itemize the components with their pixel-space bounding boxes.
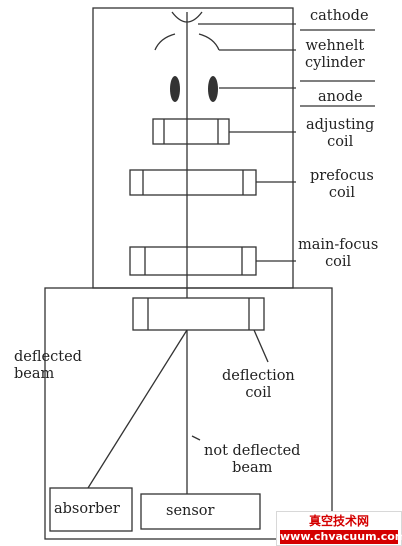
- main-focus-coil-shape: [129, 246, 257, 276]
- deflection-coil-label: deflection coil: [222, 368, 295, 401]
- anode-left-electrode: [170, 76, 180, 102]
- prefocus-coil-shape: [129, 169, 257, 196]
- not-deflected-beam-leader: [191, 435, 201, 441]
- wehnelt-cylinder-label: wehnelt cylinder: [305, 38, 365, 71]
- wehnelt-cylinder-shape: [154, 33, 220, 51]
- deflected-beam-line: [87, 329, 188, 489]
- watermark-chinese-text: 真空技术网: [308, 514, 369, 528]
- deflected-beam-label: deflected beam: [14, 349, 82, 382]
- deflection-coil-shape: [132, 297, 265, 331]
- prefocus-coil-label: prefocus coil: [310, 168, 374, 201]
- not-deflected-beam-label: not deflected beam: [204, 443, 301, 476]
- deflection-coil-leader: [253, 329, 269, 363]
- absorber-box: [49, 487, 133, 532]
- adjusting-coil-label: adjusting coil: [306, 117, 375, 150]
- site-watermark: 真空技术网 www.chvacuum.com: [276, 511, 402, 546]
- anode-label: anode: [318, 89, 363, 105]
- main-focus-coil-label: main-focus coil: [298, 237, 379, 270]
- sensor-label: sensor: [166, 503, 215, 519]
- watermark-url-text: www.chvacuum.com: [280, 530, 402, 544]
- adjusting-coil-shape: [152, 118, 230, 145]
- cathode-label: cathode: [310, 8, 369, 24]
- absorber-label: absorber: [54, 501, 120, 517]
- sensor-box: [140, 493, 261, 530]
- cathode-shape: [171, 11, 203, 23]
- anode-right-electrode: [208, 76, 218, 102]
- vacuum-chamber: [44, 287, 333, 540]
